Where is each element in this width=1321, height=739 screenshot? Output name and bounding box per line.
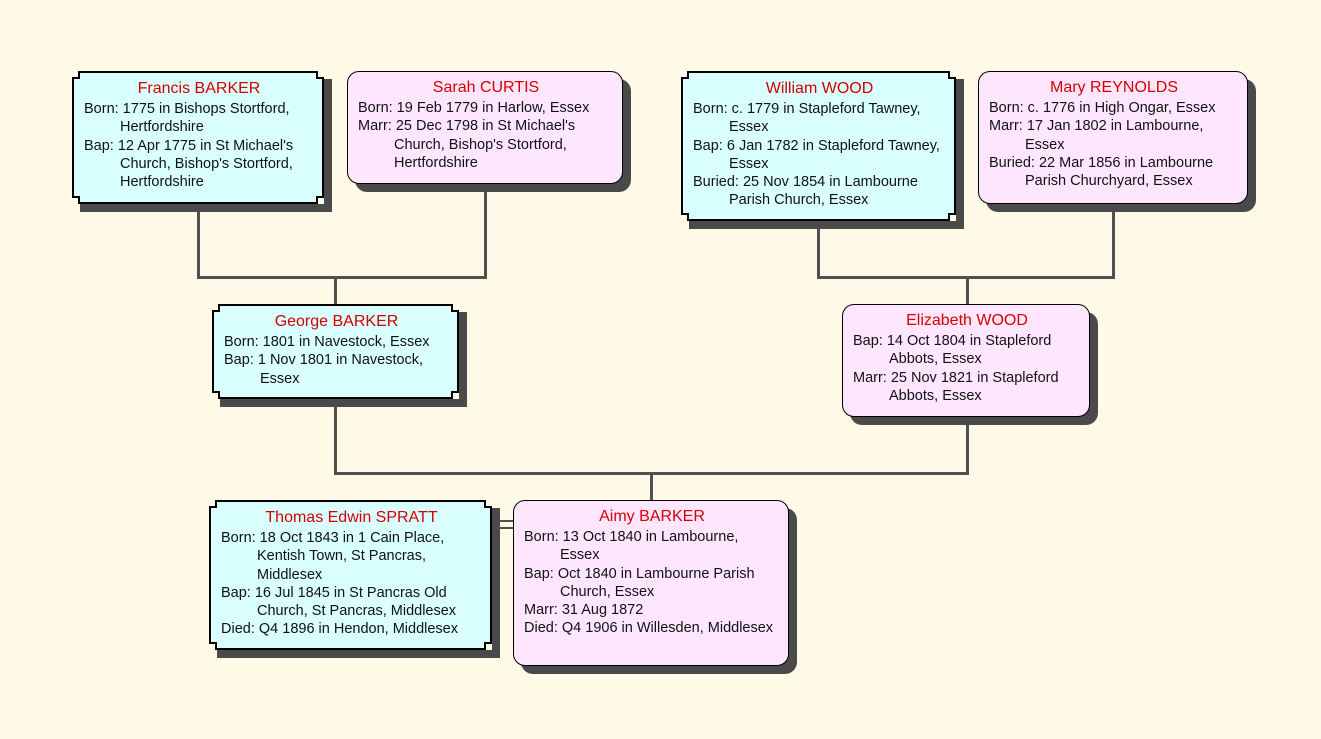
person-name: Mary REYNOLDS <box>1049 79 1179 96</box>
person-name: William WOOD <box>765 80 874 97</box>
person-event: Died: Q4 1906 in Willesden, Middlesex <box>524 620 774 637</box>
corner-notch <box>948 71 956 79</box>
person-box-elizabeth-wood[interactable]: Elizabeth WOOD Bap: 14 Oct 1804 in Staple… <box>842 304 1090 417</box>
marriage-line <box>492 520 514 522</box>
person-event: Buried: 25 Nov 1854 in Lambourne Parish … <box>693 174 918 209</box>
person-name: Thomas Edwin SPRATT <box>265 509 438 526</box>
corner-notch <box>209 500 217 508</box>
person-box-francis-barker[interactable]: Francis BARKER Born: 1775 in Bishops Stor… <box>72 71 324 204</box>
corner-notch <box>316 196 324 204</box>
corner-notch <box>948 213 956 221</box>
person-event: Born: c. 1776 in High Ongar, Essex <box>989 100 1216 116</box>
person-box-sarah-curtis[interactable]: Sarah CURTIS Born: 19 Feb 1779 in Harlow,… <box>347 71 623 184</box>
person-event: Marr: 17 Jan 1802 in Lambourne, Essex <box>989 118 1204 153</box>
corner-notch <box>72 196 80 204</box>
corner-notch <box>212 391 220 399</box>
corner-notch <box>681 71 689 79</box>
corner-notch <box>681 213 689 221</box>
person-event: Marr: 31 Aug 1872 <box>524 602 644 619</box>
person-event: Bap: 12 Apr 1775 in St Michael's Church,… <box>84 137 294 191</box>
person-event: Bap: Oct 1840 in Lambourne Parish Church… <box>524 565 755 600</box>
connector-line <box>1112 205 1115 279</box>
person-name: Sarah CURTIS <box>432 79 540 96</box>
connector-line <box>817 222 820 279</box>
person-box-thomas-spratt[interactable]: Thomas Edwin SPRATT Born: 18 Oct 1843 in … <box>209 500 492 650</box>
corner-notch <box>212 304 220 312</box>
person-event: Born: 1801 in Navestock, Essex <box>224 334 430 350</box>
person-event: Buried: 22 Mar 1856 in Lambourne Parish … <box>989 154 1214 190</box>
person-name: Elizabeth WOOD <box>906 312 1028 329</box>
corner-notch <box>484 500 492 508</box>
person-event: Died: Q4 1896 in Hendon, Middlesex <box>221 621 458 638</box>
corner-notch <box>484 642 492 650</box>
corner-notch <box>316 71 324 79</box>
connector-line <box>650 472 653 502</box>
person-event: Bap: 16 Jul 1845 in St Pancras Old Churc… <box>221 584 457 620</box>
connector-line <box>334 276 337 306</box>
person-event: Born: 13 Oct 1840 in Lambourne, Essex <box>524 529 739 564</box>
person-event: Marr: 25 Dec 1798 in St Michael's Church… <box>358 118 576 171</box>
person-event: Born: 1775 in Bishops Stortford, Hertfor… <box>84 101 290 136</box>
person-box-william-wood[interactable]: William WOOD Born: c. 1779 in Stapleford … <box>681 71 956 221</box>
corner-notch <box>451 304 459 312</box>
person-name: Aimy BARKER <box>599 508 705 525</box>
person-box-aimy-barker[interactable]: Aimy BARKER Born: 13 Oct 1840 in Lambourn… <box>513 500 789 666</box>
corner-notch <box>72 71 80 79</box>
person-event: Marr: 25 Nov 1821 in Stapleford Abbots, … <box>853 369 1059 404</box>
person-event: Born: 18 Oct 1843 in 1 Cain Place, Kenti… <box>221 530 445 583</box>
corner-notch <box>209 642 217 650</box>
connector-line <box>197 276 487 279</box>
corner-notch <box>451 391 459 399</box>
person-name: Francis BARKER <box>137 80 261 97</box>
person-event: Bap: 6 Jan 1782 in Stapleford Tawney, Es… <box>693 137 940 172</box>
connector-line <box>484 188 487 279</box>
connector-line <box>334 400 337 475</box>
marriage-line <box>492 527 514 529</box>
connector-line <box>966 418 969 475</box>
person-event: Born: 19 Feb 1779 in Harlow, Essex <box>358 100 590 116</box>
person-box-mary-reynolds[interactable]: Mary REYNOLDS Born: c. 1776 in High Ongar… <box>978 71 1248 204</box>
connector-line <box>197 205 200 279</box>
person-event: Bap: 1 Nov 1801 in Navestock, Essex <box>224 352 424 387</box>
connector-line <box>966 276 969 306</box>
person-name: George BARKER <box>274 313 399 330</box>
person-box-george-barker[interactable]: George BARKER Born: 1801 in Navestock, Es… <box>212 304 459 399</box>
person-event: Born: c. 1779 in Stapleford Tawney, Esse… <box>693 101 921 136</box>
person-event: Bap: 14 Oct 1804 in Stapleford Abbots, E… <box>853 333 1052 368</box>
